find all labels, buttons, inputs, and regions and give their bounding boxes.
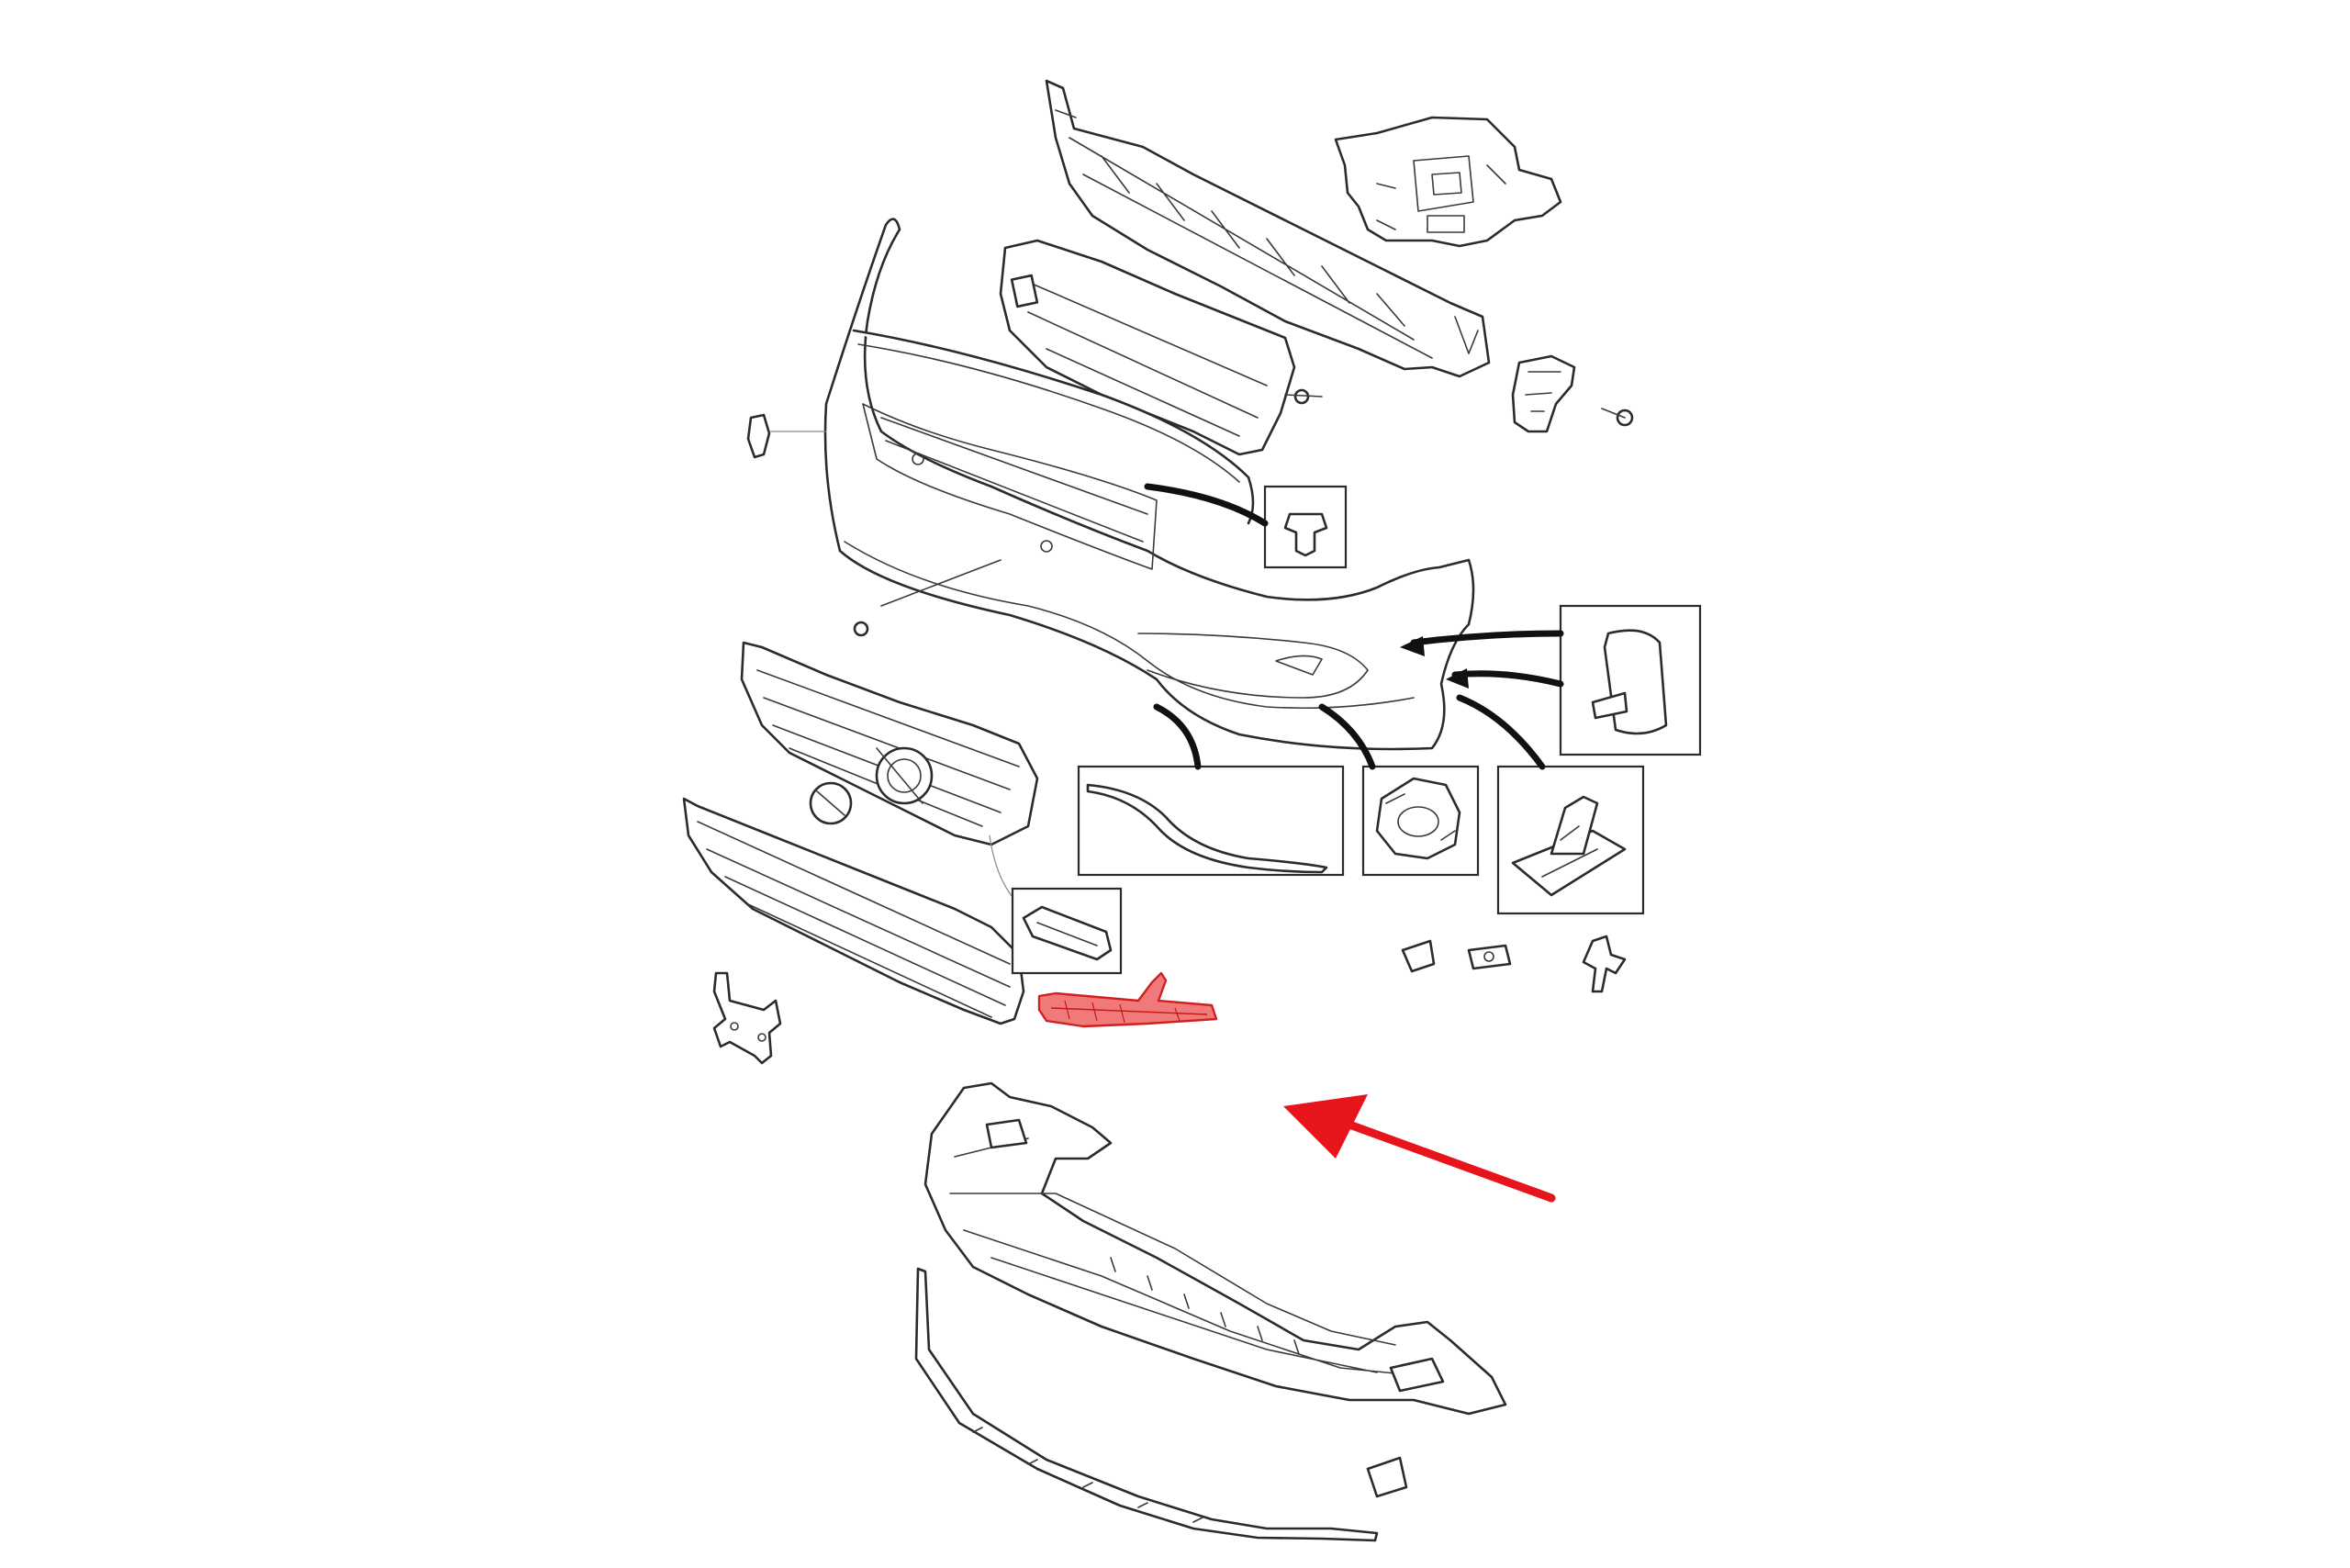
callout-arrow — [1283, 1094, 1556, 1203]
bumper-cover — [823, 218, 1475, 751]
left-mount-bracket — [712, 971, 782, 1065]
lower-trim-strip — [914, 1267, 1379, 1542]
detail-box-trim-strip — [1077, 765, 1345, 877]
tow-hook-cover — [1366, 1456, 1408, 1498]
small-clip-part — [1467, 944, 1512, 970]
small-cap-part — [1401, 939, 1436, 973]
detail-box-cover — [1559, 604, 1702, 756]
upper-grille — [740, 641, 1039, 905]
undertray — [923, 1081, 1507, 1416]
detail-box-clip — [1263, 485, 1348, 569]
grille-frame — [999, 239, 1323, 456]
detail-box-lamp-bracket — [1361, 765, 1480, 877]
lower-grille-trim-strip — [1037, 971, 1218, 1028]
lower-grille — [682, 797, 1025, 1025]
side-reflector-cap — [746, 413, 826, 459]
small-fastener-part — [1582, 935, 1627, 993]
small-parts — [1401, 935, 1627, 993]
detail-box-bracket-insert — [1496, 765, 1645, 915]
upper-right-bracket — [1334, 116, 1562, 248]
upper-reinforcement-beam — [1045, 79, 1491, 378]
side-mount-bracket — [1511, 354, 1634, 433]
connection-arrows — [1144, 483, 1564, 770]
detail-box-grille-clip — [1011, 887, 1123, 975]
